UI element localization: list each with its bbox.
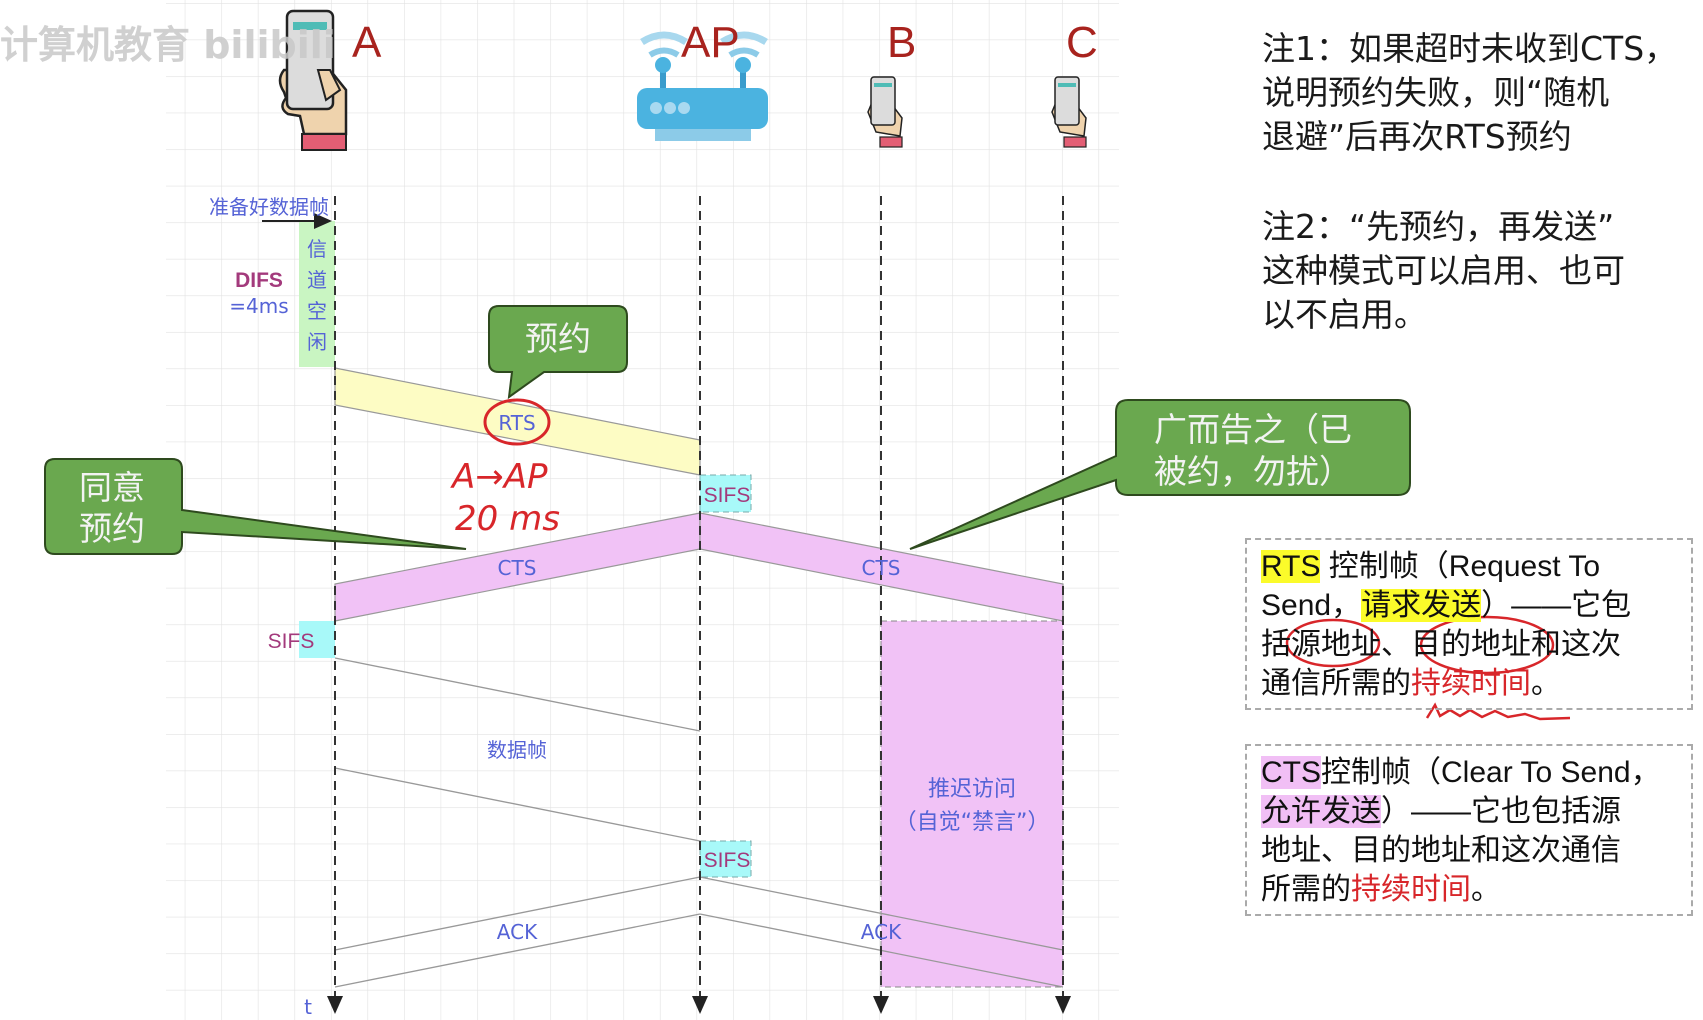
data-frame-top-edge: [334, 657, 701, 732]
cts-term: CTS: [1261, 756, 1321, 789]
callout-agree: 同意 预约: [44, 458, 467, 555]
cts-label-right: CTS: [862, 556, 901, 580]
note-1-line: 退避”后再次RTS预约: [1262, 117, 1572, 156]
duration-annotation-underline: [1425, 702, 1571, 721]
nav-label-2: （自觉“禁言”）: [895, 810, 1050, 835]
source-address-annotation-circle: [1285, 618, 1381, 668]
difs-label: DIFS: [235, 269, 283, 292]
sifs-block-ap-2: [699, 840, 752, 878]
sifs-block-ap-1: [699, 474, 752, 513]
nav-deferral-block: [880, 620, 1064, 988]
handwriting-20ms: 20 ms: [455, 499, 560, 539]
time-axis-label: t: [304, 995, 312, 1019]
ack-frame-a-top: [334, 876, 701, 951]
rts-def-text: ）——它包: [1481, 589, 1632, 622]
callout-broadcast-text-1: 广而告之（已: [1154, 410, 1352, 449]
sifs-label-a: SIFS: [268, 630, 315, 653]
watermark: 计算机教育 bilibili: [0, 23, 336, 67]
cts-def-text: 。: [1471, 873, 1501, 906]
rts-def-duration: 持续时间: [1411, 667, 1531, 700]
note-2-line: 这种模式可以启用、也可: [1262, 251, 1625, 290]
idle-char-1: 信: [307, 237, 327, 261]
note-2: 注2：“先预约，再发送” 这种模式可以启用、也可 以不启用。: [1262, 205, 1625, 337]
idle-char-3: 空: [307, 299, 327, 323]
rts-annotation-circle: [483, 398, 551, 446]
ack-frame-a-bottom: [334, 913, 701, 988]
ack-label-right: ACK: [861, 920, 902, 944]
channel-idle-block: [299, 221, 335, 367]
ready-frame-label: 准备好数据帧: [209, 195, 329, 219]
phone-in-hand-icon-b: [867, 76, 903, 148]
callout-reserve: 预约: [488, 305, 628, 400]
rts-def-text: Send，: [1261, 589, 1362, 622]
callout-reserve-text: 预约: [525, 319, 591, 358]
nav-label-1: 推迟访问: [928, 777, 1016, 802]
wifi-router-icon-ap: [637, 31, 768, 141]
callout-agree-text-2: 预约: [79, 509, 145, 548]
station-label-a: A: [352, 18, 382, 67]
sifs-label-ap-2: SIFS: [704, 849, 751, 872]
ack-frame-c-top: [699, 876, 1064, 951]
idle-char-2: 道: [307, 268, 327, 292]
phone-in-hand-icon-c: [1051, 76, 1087, 148]
cts-def-text: 地址、目的地址和这次通信: [1261, 834, 1621, 867]
station-label-ap: AP: [681, 18, 740, 67]
rts-definition-box: RTS 控制帧（Request To Send，请求发送）——它包 括源地址、目…: [1245, 538, 1693, 710]
idle-char-4: 闲: [307, 330, 327, 354]
note-1-line: 注1：如果超时未收到CTS，: [1262, 29, 1678, 68]
sifs-block-a: [299, 621, 335, 658]
dest-address-annotation-circle: [1419, 615, 1555, 675]
note-1-line: 说明预约失败，则“随机: [1262, 73, 1610, 112]
callout-broadcast: 广而告之（已 被约，勿扰）: [909, 399, 1411, 550]
rts-label: RTS: [498, 411, 535, 435]
rts-def-text: 控制帧（Request To: [1320, 550, 1601, 583]
callout-agree-text-1: 同意: [79, 468, 145, 507]
cts-def-highlight: 允许发送: [1261, 795, 1381, 828]
cts-def-text: ）——它也包括源: [1381, 795, 1621, 828]
station-label-c: C: [1066, 18, 1098, 67]
note-1: 注1：如果超时未收到CTS， 说明预约失败，则“随机 退避”后再次RTS预约: [1262, 27, 1677, 159]
callout-broadcast-text-2: 被约，勿扰）: [1154, 452, 1352, 491]
cts-def-text: 所需的: [1261, 873, 1351, 906]
sifs-label-ap-1: SIFS: [704, 484, 751, 507]
rts-term: RTS: [1261, 550, 1321, 583]
cts-def-text: 控制帧（Clear To Send，: [1321, 756, 1661, 789]
handwriting-a-to-ap: A→AP: [450, 457, 548, 497]
rts-def-text: 通信所需的: [1261, 667, 1411, 700]
rts-def-text: 。: [1531, 667, 1561, 700]
ack-label-left: ACK: [497, 920, 538, 944]
rts-def-highlight: 请求发送: [1361, 589, 1482, 622]
cts-def-duration: 持续时间: [1351, 873, 1471, 906]
phone-in-hand-icon-a: [278, 9, 348, 151]
station-label-b: B: [887, 18, 916, 67]
cts-definition-box: CTS控制帧（Clear To Send， 允许发送）——它也包括源 地址、目的…: [1245, 744, 1693, 916]
data-frame-label: 数据帧: [487, 738, 547, 762]
difs-value: =4ms: [229, 294, 288, 318]
rts-def-text: 括源地址、目的地址和这次: [1261, 628, 1621, 661]
cts-label-left: CTS: [498, 556, 537, 580]
note-2-line: 注2：“先预约，再发送”: [1262, 207, 1615, 246]
data-frame-bottom-edge: [334, 767, 701, 842]
note-2-line: 以不启用。: [1262, 295, 1427, 334]
